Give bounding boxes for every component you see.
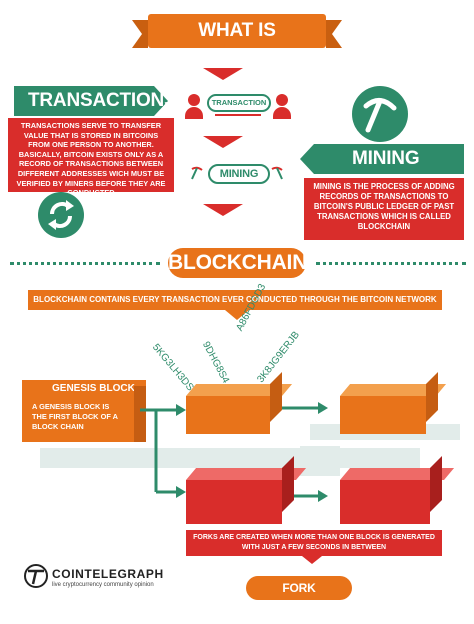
genesis-heading: GENESIS BLOCK	[52, 383, 135, 394]
connector-fork-chain	[292, 490, 328, 502]
chain-connectors	[140, 402, 328, 502]
mining-heading-banner	[314, 144, 464, 174]
mining-circle-icon	[352, 86, 408, 142]
connector-genesis-to-block	[140, 404, 186, 416]
block-1-front	[186, 396, 270, 434]
transactions-heading-arrow	[154, 86, 168, 116]
mining-heading: MINING	[352, 148, 420, 169]
transactions-box: TRANSACTIONS SERVE TO TRANSFER VALUE THA…	[8, 118, 174, 197]
pickaxe-right-icon	[270, 166, 284, 180]
fork-note-text: FORKS ARE CREATED WHEN MORE THAN ONE BLO…	[193, 534, 435, 551]
fork-block-1-front	[186, 480, 282, 524]
dotted-divider-left	[10, 262, 160, 265]
genesis-box-side	[134, 386, 146, 442]
background-bar-3	[300, 446, 340, 476]
fork-note-point	[302, 556, 322, 564]
person-left-icon	[185, 94, 203, 120]
dotted-divider-right	[316, 262, 466, 265]
genesis-text: A GENESIS BLOCK IS THE FIRST BLOCK OF A …	[32, 402, 118, 431]
block-2-front	[340, 396, 426, 434]
fork-block-2-front	[340, 480, 430, 524]
infographic-page: { "title": "WHAT IS BLOCKCHAIN", "transa…	[8, 14, 466, 619]
fork-note-box: FORKS ARE CREATED WHEN MORE THAN ONE BLO…	[186, 530, 442, 556]
transactions-heading-banner	[14, 86, 154, 116]
mining-box: MINING IS THE PROCESS OF ADDING RECORDS …	[304, 178, 464, 240]
transaction-flow: TRANSACTION	[185, 90, 291, 126]
genesis-box: A GENESIS BLOCK IS THE FIRST BLOCK OF A …	[22, 398, 134, 442]
connector-top-chain	[280, 402, 328, 414]
mining-pill: MINING	[208, 164, 270, 184]
banner-point	[225, 310, 249, 320]
pickaxe-left-icon	[190, 166, 204, 180]
arrow-down-2	[203, 136, 243, 148]
transactions-heading: TRANSACTIONS	[28, 90, 177, 111]
transaction-pill: TRANSACTION	[207, 94, 271, 112]
blockchain-heading: BLOCKCHAIN	[168, 251, 308, 274]
exchange-icon	[38, 192, 84, 238]
connector-branch	[154, 410, 186, 498]
transaction-arrow-icon	[215, 114, 261, 116]
arrow-down-1	[203, 68, 243, 80]
brand-name: COINTELEGRAPH	[52, 567, 164, 581]
person-right-icon	[273, 94, 291, 120]
mining-heading-arrow	[300, 144, 314, 174]
mining-text: MINING IS THE PROCESS OF ADDING RECORDS …	[313, 182, 455, 231]
blockchain-info-banner	[28, 290, 442, 310]
mining-flow: MINING	[190, 160, 286, 186]
genesis-heading-banner	[22, 380, 146, 398]
blockchain-info-text: BLOCKCHAIN CONTAINS EVERY TRANSACTION EV…	[33, 295, 437, 304]
brand-logo-icon	[22, 562, 50, 590]
arrow-down-3	[203, 204, 243, 216]
blockchain-heading-pill: BLOCKCHAIN	[168, 248, 308, 278]
fork-blockchain-label: FORK BLOCKCHAIN	[259, 581, 339, 619]
brand-tagline: live cryptocurrency community opinion	[52, 582, 154, 588]
fork-blockchain-pill: FORK BLOCKCHAIN	[246, 576, 352, 619]
transactions-text: TRANSACTIONS SERVE TO TRANSFER VALUE THA…	[16, 121, 166, 198]
